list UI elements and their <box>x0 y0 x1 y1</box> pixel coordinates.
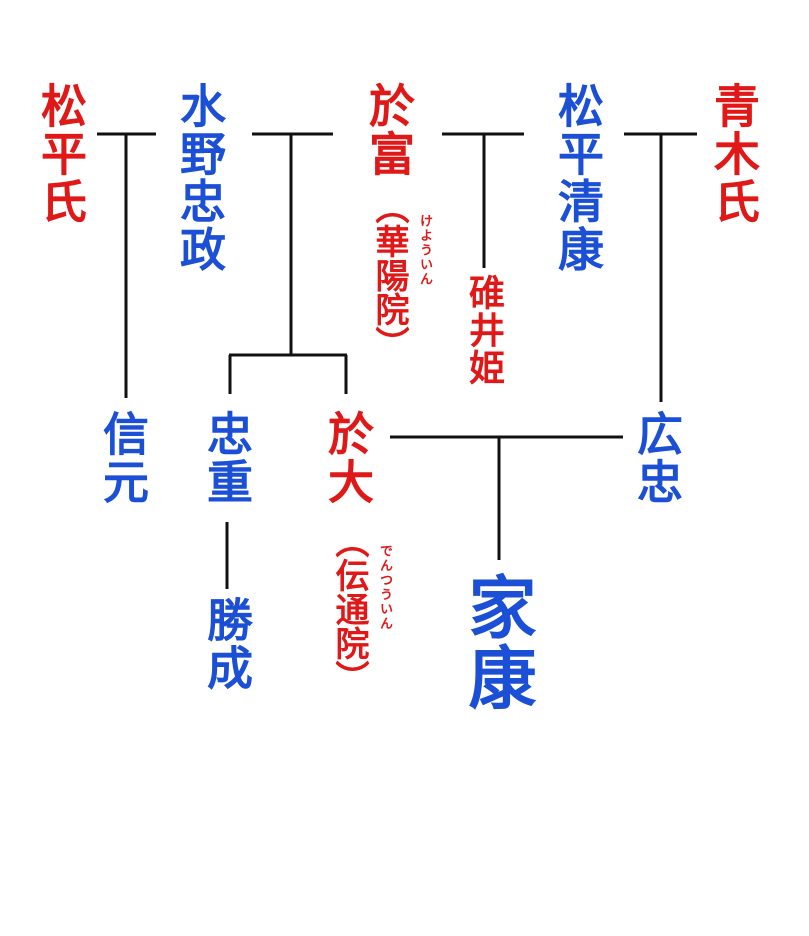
otomi-title: （華陽院） <box>369 190 409 360</box>
katsunari-name: 勝成 <box>200 596 254 692</box>
mizuno-tadamasa-name: 水野忠政 <box>173 82 227 274</box>
odai-name: 於大 <box>321 410 375 506</box>
otomi-name: 於富 <box>362 82 416 178</box>
nobumoto-name: 信元 <box>96 410 150 506</box>
usui-hime-name: 碓井姫 <box>463 274 505 387</box>
otomi-reading: けよういん <box>417 214 432 287</box>
aoki-clan-name: 青木氏 <box>707 82 761 226</box>
hirotada-name: 広忠 <box>630 410 684 506</box>
tadashige-name: 忠重 <box>200 410 254 506</box>
odai-reading: でんつういん <box>377 544 392 632</box>
odai-title: （伝通院） <box>329 524 369 694</box>
matsudaira-clan-name: 松平氏 <box>34 82 88 226</box>
ieyasu-name: 家康 <box>456 572 536 714</box>
matsudaira-kiyoyasu-name: 松平清康 <box>551 82 605 274</box>
